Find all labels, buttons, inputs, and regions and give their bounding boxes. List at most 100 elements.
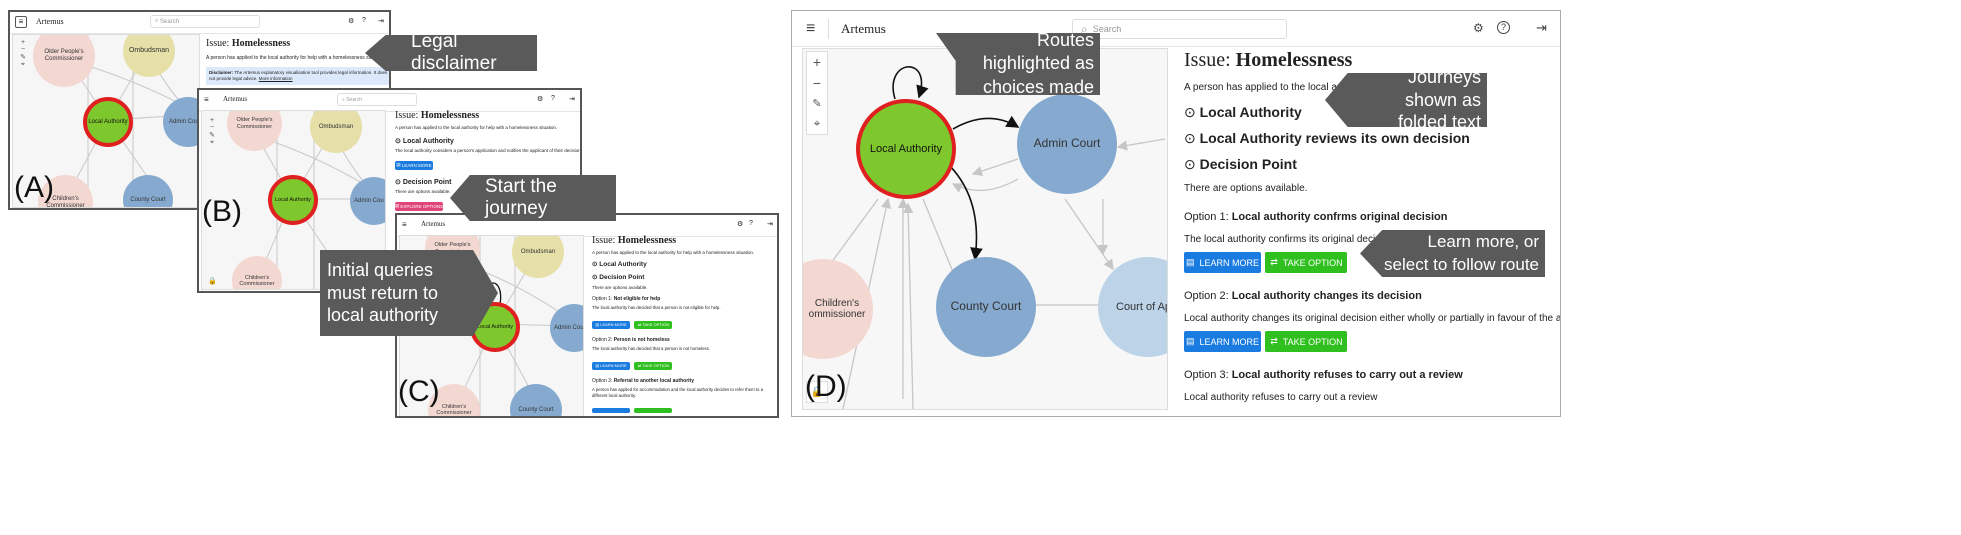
node-local-authority[interactable]: Local Authority	[856, 99, 956, 199]
zoom-in-icon[interactable]: +	[20, 39, 26, 46]
pen-icon[interactable]: ✎	[20, 54, 26, 61]
option-3: Option 3: Referral to another local auth…	[592, 378, 777, 416]
chevron-right-icon: ⊙	[1184, 130, 1196, 146]
issue-description: A person has applied to the local autho	[1184, 82, 1357, 93]
callout-learn-or-select: Learn more, or select to follow route	[1360, 230, 1545, 277]
route-icon: ⇄	[1270, 336, 1278, 346]
zoom-controls-a: +−✎⌖	[17, 39, 29, 81]
node-admin-court[interactable]: Admin Cou	[550, 304, 583, 352]
callout-journeys-folded: Journeys shown as folded text	[1325, 73, 1487, 127]
target-icon[interactable]: ⌖	[813, 116, 821, 131]
search-input[interactable]: ⌕ Search	[337, 93, 417, 106]
learn-more-button[interactable]: ▤ LEARN MORE	[1184, 252, 1261, 273]
panel-label-b: (B)	[202, 195, 242, 228]
take-option-button[interactable]: ⇄ TAKE OPTION	[634, 361, 673, 370]
book-icon: ▤	[1185, 336, 1195, 346]
node-county-court[interactable]: County Court	[936, 257, 1036, 357]
lock-control[interactable]: 🔒	[806, 381, 828, 403]
help-icon[interactable]: ?	[1497, 21, 1510, 34]
logout-icon[interactable]: ⇥	[569, 96, 575, 103]
journey-dp-text: There are options available.	[395, 189, 451, 194]
take-option-button[interactable]: ⇄ TAKE OPTION	[634, 320, 673, 329]
target-icon[interactable]: ⌖	[210, 139, 214, 146]
gear-icon[interactable]: ⚙	[737, 221, 744, 228]
menu-icon[interactable]: ≡	[402, 220, 407, 229]
menu-icon[interactable]: ≡	[806, 20, 816, 37]
route-icon: ⇄	[1270, 257, 1278, 267]
logout-icon[interactable]: ⇥	[767, 221, 773, 228]
journey-la-title[interactable]: ⊙ Local Authority	[1184, 104, 1302, 120]
node-ombudsman[interactable]: Ombudsman	[123, 35, 175, 77]
panel-label-a: (A)	[14, 171, 54, 204]
gear-icon[interactable]: ⚙	[348, 18, 355, 25]
journey-la-title[interactable]: ⊙ Local Authority	[592, 261, 647, 268]
option-3: Option 3: Local authority refuses to car…	[1184, 369, 1463, 403]
chevron-right-icon: ⊙	[1184, 104, 1196, 120]
zoom-out-icon[interactable]: −	[209, 124, 215, 131]
search-input[interactable]: ⌕ Search	[150, 15, 260, 28]
take-option-button[interactable]: ⇄ TAKE OPTION	[1265, 252, 1348, 273]
logout-icon[interactable]: ⇥	[378, 18, 384, 25]
journey-dp-title[interactable]: ⊙ Decision Point	[592, 274, 645, 281]
zoom-out-icon[interactable]: −	[812, 74, 822, 91]
app-title: Artemus	[841, 21, 886, 36]
help-icon[interactable]: ?	[362, 17, 366, 24]
zoom-out-icon[interactable]: −	[20, 46, 26, 53]
learn-more-button[interactable]: ▤ LEARN MORE	[592, 361, 630, 370]
journey-dp-text: There are options available.	[592, 285, 648, 290]
option-2: Option 2: Local authority changes its de…	[1184, 290, 1560, 352]
lock-icon[interactable]: 🔒	[208, 278, 217, 285]
take-option-button[interactable]	[634, 408, 673, 414]
book-icon: ▤	[595, 322, 600, 327]
zoom-in-icon[interactable]: +	[209, 117, 215, 124]
help-icon[interactable]: ?	[749, 220, 753, 227]
issue-description: A person has applied to the local author…	[206, 55, 387, 61]
pen-icon[interactable]: ✎	[812, 97, 822, 110]
app-title: Artemus	[421, 220, 446, 228]
node-older-commissioner[interactable]: Older People's Commissioner	[33, 35, 95, 87]
topbar-b: ≡ Artemus ⌕ Search ⚙ ? ⇥	[199, 90, 580, 112]
node-admin-court[interactable]: Admin Court	[1017, 94, 1117, 194]
disclaimer-link[interactable]: More information	[258, 75, 293, 81]
node-childrens-commissioner[interactable]: Children's Commissioner	[232, 256, 282, 289]
target-icon[interactable]: ⌖	[21, 61, 25, 68]
logout-icon[interactable]: ⇥	[1536, 20, 1547, 35]
graph-d[interactable]: Children's ommissioner Local Authority A…	[802, 48, 1168, 410]
self-loop-edge	[892, 66, 929, 100]
learn-more-button[interactable]: ▤ LEARN MORE	[395, 160, 433, 170]
node-admin-court[interactable]: Admin Cou	[163, 97, 199, 147]
menu-icon[interactable]: ≡	[204, 95, 209, 104]
app-title: Artemus	[223, 95, 248, 103]
node-ombudsman[interactable]: Ombudsman	[310, 111, 362, 153]
panel-label-d: (D)	[805, 370, 847, 403]
disclaimer-box: Disclaimer: The Artemus explanatory visu…	[206, 67, 389, 85]
node-local-authority[interactable]: Local Authority	[268, 175, 318, 225]
journey-dp-text: There are options available.	[1184, 183, 1308, 194]
zoom-in-icon[interactable]: +	[812, 54, 822, 71]
menu-icon[interactable]: ≡	[15, 16, 27, 28]
gear-icon[interactable]: ⚙	[1473, 21, 1484, 35]
gear-icon[interactable]: ⚙	[537, 96, 544, 103]
search-input[interactable]: ⌕ Search	[1072, 19, 1287, 39]
node-local-authority[interactable]: Local Authority	[83, 97, 133, 147]
explore-options-button[interactable]: ▤ EXPLORE OPTIONS	[394, 201, 444, 211]
pen-icon[interactable]: ✎	[209, 132, 215, 139]
node-admin-court[interactable]: Admin Cou	[350, 177, 385, 225]
issue-title: Issue: Homelessness	[592, 235, 677, 246]
help-icon[interactable]: ?	[551, 95, 555, 102]
chevron-right-icon: ⊙	[592, 261, 598, 268]
callout-start-journey: Start the journey	[450, 175, 616, 221]
take-option-button[interactable]: ⇄ TAKE OPTION	[1265, 331, 1348, 352]
graph-a[interactable]: Older People's Commissioner Ombudsman Lo…	[12, 34, 200, 208]
learn-more-button[interactable]	[592, 408, 630, 414]
node-ombudsman[interactable]: Ombudsman	[512, 236, 564, 278]
search-icon: ⌕	[342, 96, 345, 103]
journey-dp-title[interactable]: ⊙ Decision Point	[395, 179, 452, 186]
journey-la-title[interactable]: ⊙ Local Authority	[395, 138, 454, 145]
search-icon: ⌕	[1081, 21, 1088, 36]
learn-more-button[interactable]: ▤ LEARN MORE	[1184, 331, 1261, 352]
journey-dp-title[interactable]: ⊙ Decision Point	[1184, 156, 1297, 172]
learn-more-button[interactable]: ▤ LEARN MORE	[592, 320, 630, 329]
journey-reviews-title[interactable]: ⊙ Local Authority reviews its own decisi…	[1184, 130, 1470, 146]
edge-la-admin	[952, 115, 1020, 130]
